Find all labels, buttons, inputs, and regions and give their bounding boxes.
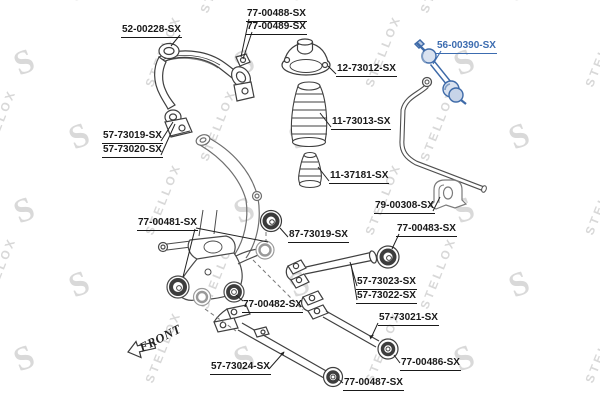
part-label-77-00489-sx[interactable]: 77-00489-SX bbox=[246, 21, 307, 35]
part-label-77-00483-sx[interactable]: 77-00483-SX bbox=[396, 223, 457, 237]
assembly-dashed-lines bbox=[204, 232, 304, 332]
front-arrow-icon bbox=[127, 340, 157, 359]
part-label-57-73019-sx[interactable]: 57-73019-SX bbox=[102, 130, 163, 144]
part-label-77-00482-sx[interactable]: 77-00482-SX bbox=[242, 299, 303, 313]
part-label-57-73021-sx[interactable]: 57-73021-SX bbox=[378, 312, 439, 326]
part-label-56-00390-sx[interactable]: 56-00390-SX bbox=[436, 40, 497, 54]
part-stabilizer-bar bbox=[399, 76, 487, 193]
part-label-57-73023-sx[interactable]: 57-73023-SX bbox=[356, 276, 417, 290]
part-bump-stop bbox=[298, 151, 322, 189]
part-label-79-00308-sx[interactable]: 79-00308-SX bbox=[374, 200, 435, 214]
part-label-77-00487-sx[interactable]: 77-00487-SX bbox=[343, 377, 404, 391]
part-knuckle-assembly bbox=[157, 209, 275, 307]
part-label-77-00486-sx[interactable]: 77-00486-SX bbox=[400, 357, 461, 371]
front-direction-label: FRONT bbox=[136, 321, 184, 355]
part-lateral-rod-upper bbox=[285, 245, 400, 289]
part-label-87-73019-sx[interactable]: 87-73019-SX bbox=[288, 229, 349, 243]
part-label-57-73024-sx[interactable]: 57-73024-SX bbox=[210, 361, 271, 375]
part-label-11-73013-sx[interactable]: 11-73013-SX bbox=[331, 116, 392, 130]
part-lateral-rod-lower bbox=[301, 290, 399, 360]
part-strut-mount bbox=[281, 38, 331, 76]
part-stabilizer-bushing-bracket bbox=[428, 179, 468, 210]
part-stabilizer-link-highlighted bbox=[413, 39, 467, 105]
part-upper-control-arm bbox=[154, 42, 255, 138]
part-label-12-73012-sx[interactable]: 12-73012-SX bbox=[336, 63, 397, 77]
part-label-11-37181-sx[interactable]: 11-37181-SX bbox=[329, 170, 390, 184]
part-label-52-00228-sx[interactable]: 52-00228-SX bbox=[121, 24, 182, 38]
part-bushing-87-73019 bbox=[259, 209, 283, 233]
part-label-77-00481-sx[interactable]: 77-00481-SX bbox=[137, 217, 198, 231]
part-label-77-00488-sx[interactable]: 77-00488-SX bbox=[246, 8, 307, 22]
part-trailing-arm bbox=[213, 304, 344, 388]
part-label-57-73022-sx[interactable]: 57-73022-SX bbox=[356, 290, 417, 304]
part-axle-beam bbox=[195, 134, 263, 259]
part-label-57-73020-sx[interactable]: 57-73020-SX bbox=[102, 144, 163, 158]
leader-lines bbox=[160, 18, 441, 384]
part-strut-boot bbox=[290, 81, 328, 148]
